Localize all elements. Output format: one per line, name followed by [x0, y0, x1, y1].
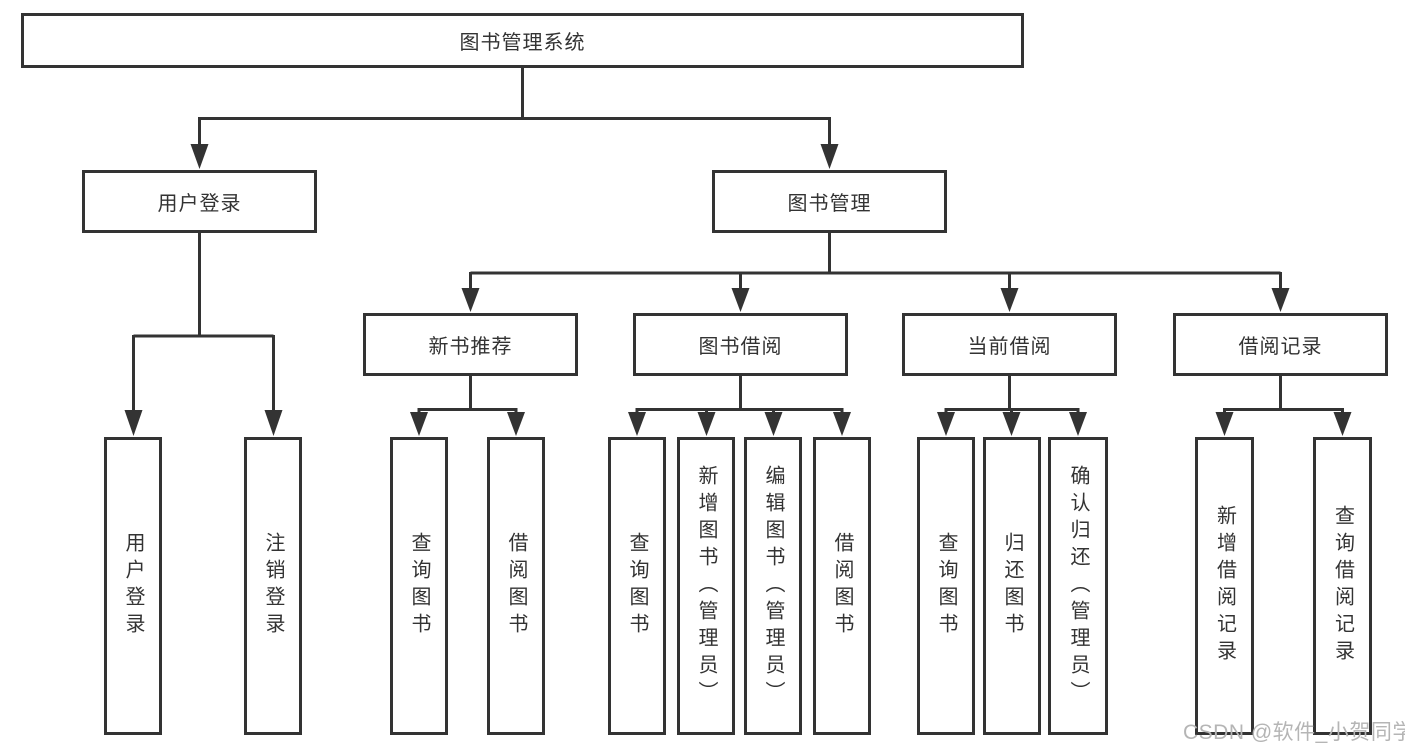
arrowheads-book-management-children — [461, 288, 1290, 312]
connector-user-login-children — [132, 233, 275, 412]
connector-borrow-records-children — [1223, 376, 1344, 414]
arrowheads-level2 — [190, 144, 839, 169]
node-label: 归还图书 — [1001, 532, 1023, 640]
node-book-management: 图书管理 — [712, 170, 947, 233]
connector-current-borrow-children — [944, 376, 1080, 414]
node-label: 查询图书 — [626, 532, 648, 640]
node-library-management-system: 图书管理系统 — [21, 13, 1024, 68]
leaf-add-books-admin: 新增图书（管理员） — [677, 437, 735, 735]
node-new-book-recommend: 新书推荐 — [363, 313, 578, 376]
connector-root-to-level2 — [198, 68, 831, 146]
node-label: 查询图书 — [935, 532, 957, 640]
leaf-borrow-books-borrowing: 借阅图书 — [813, 437, 871, 735]
node-label: 新增借阅记录 — [1213, 505, 1236, 667]
node-label: 图书借阅 — [698, 336, 783, 358]
node-label: 编辑图书（管理员） — [762, 464, 784, 708]
node-label: 借阅图书 — [505, 532, 527, 640]
node-label: 注销登录 — [262, 532, 284, 640]
leaf-borrow-books-recommend: 借阅图书 — [487, 437, 545, 735]
node-label: 确认归还（管理员） — [1067, 464, 1089, 708]
node-user-login: 用户登录 — [82, 170, 317, 233]
node-label: 用户登录 — [122, 532, 144, 640]
node-label: 新书推荐 — [428, 336, 513, 358]
node-label: 用户登录 — [157, 193, 242, 215]
node-book-borrowing: 图书借阅 — [633, 313, 848, 376]
leaf-user-login: 用户登录 — [104, 437, 162, 735]
arrowheads-new-book-children — [410, 412, 525, 436]
node-label: 查询借阅记录 — [1331, 505, 1354, 667]
node-label: 新增图书（管理员） — [695, 464, 717, 708]
arrowheads-borrow-records-children — [1215, 412, 1352, 436]
node-label: 图书管理系统 — [459, 32, 586, 54]
watermark-text: CSDN @软件_小贺同学 — [1183, 721, 1405, 744]
node-label: 图书管理 — [787, 193, 872, 215]
node-label: 借阅记录 — [1238, 336, 1323, 358]
node-label: 查询图书 — [408, 532, 430, 640]
leaf-search-borrow-record: 查询借阅记录 — [1313, 437, 1372, 735]
connector-book-management-children — [469, 233, 1282, 290]
node-label: 借阅图书 — [831, 532, 853, 640]
leaf-search-books-current: 查询图书 — [917, 437, 975, 735]
arrowheads-book-borrow-children — [628, 412, 851, 436]
connector-new-book-children — [417, 376, 518, 414]
leaf-confirm-return-admin: 确认归还（管理员） — [1048, 437, 1108, 735]
leaf-search-books-borrowing: 查询图书 — [608, 437, 666, 735]
node-borrow-records: 借阅记录 — [1173, 313, 1388, 376]
leaf-return-books: 归还图书 — [983, 437, 1041, 735]
leaf-search-books-recommend: 查询图书 — [390, 437, 448, 735]
leaf-logout: 注销登录 — [244, 437, 302, 735]
arrowheads-current-borrow-children — [937, 412, 1087, 436]
node-label: 当前借阅 — [967, 336, 1052, 358]
leaf-add-borrow-record: 新增借阅记录 — [1195, 437, 1254, 735]
node-current-borrowing: 当前借阅 — [902, 313, 1117, 376]
connector-book-borrow-children — [635, 376, 844, 414]
arrowheads-user-login-children — [124, 410, 283, 436]
leaf-edit-books-admin: 编辑图书（管理员） — [744, 437, 802, 735]
